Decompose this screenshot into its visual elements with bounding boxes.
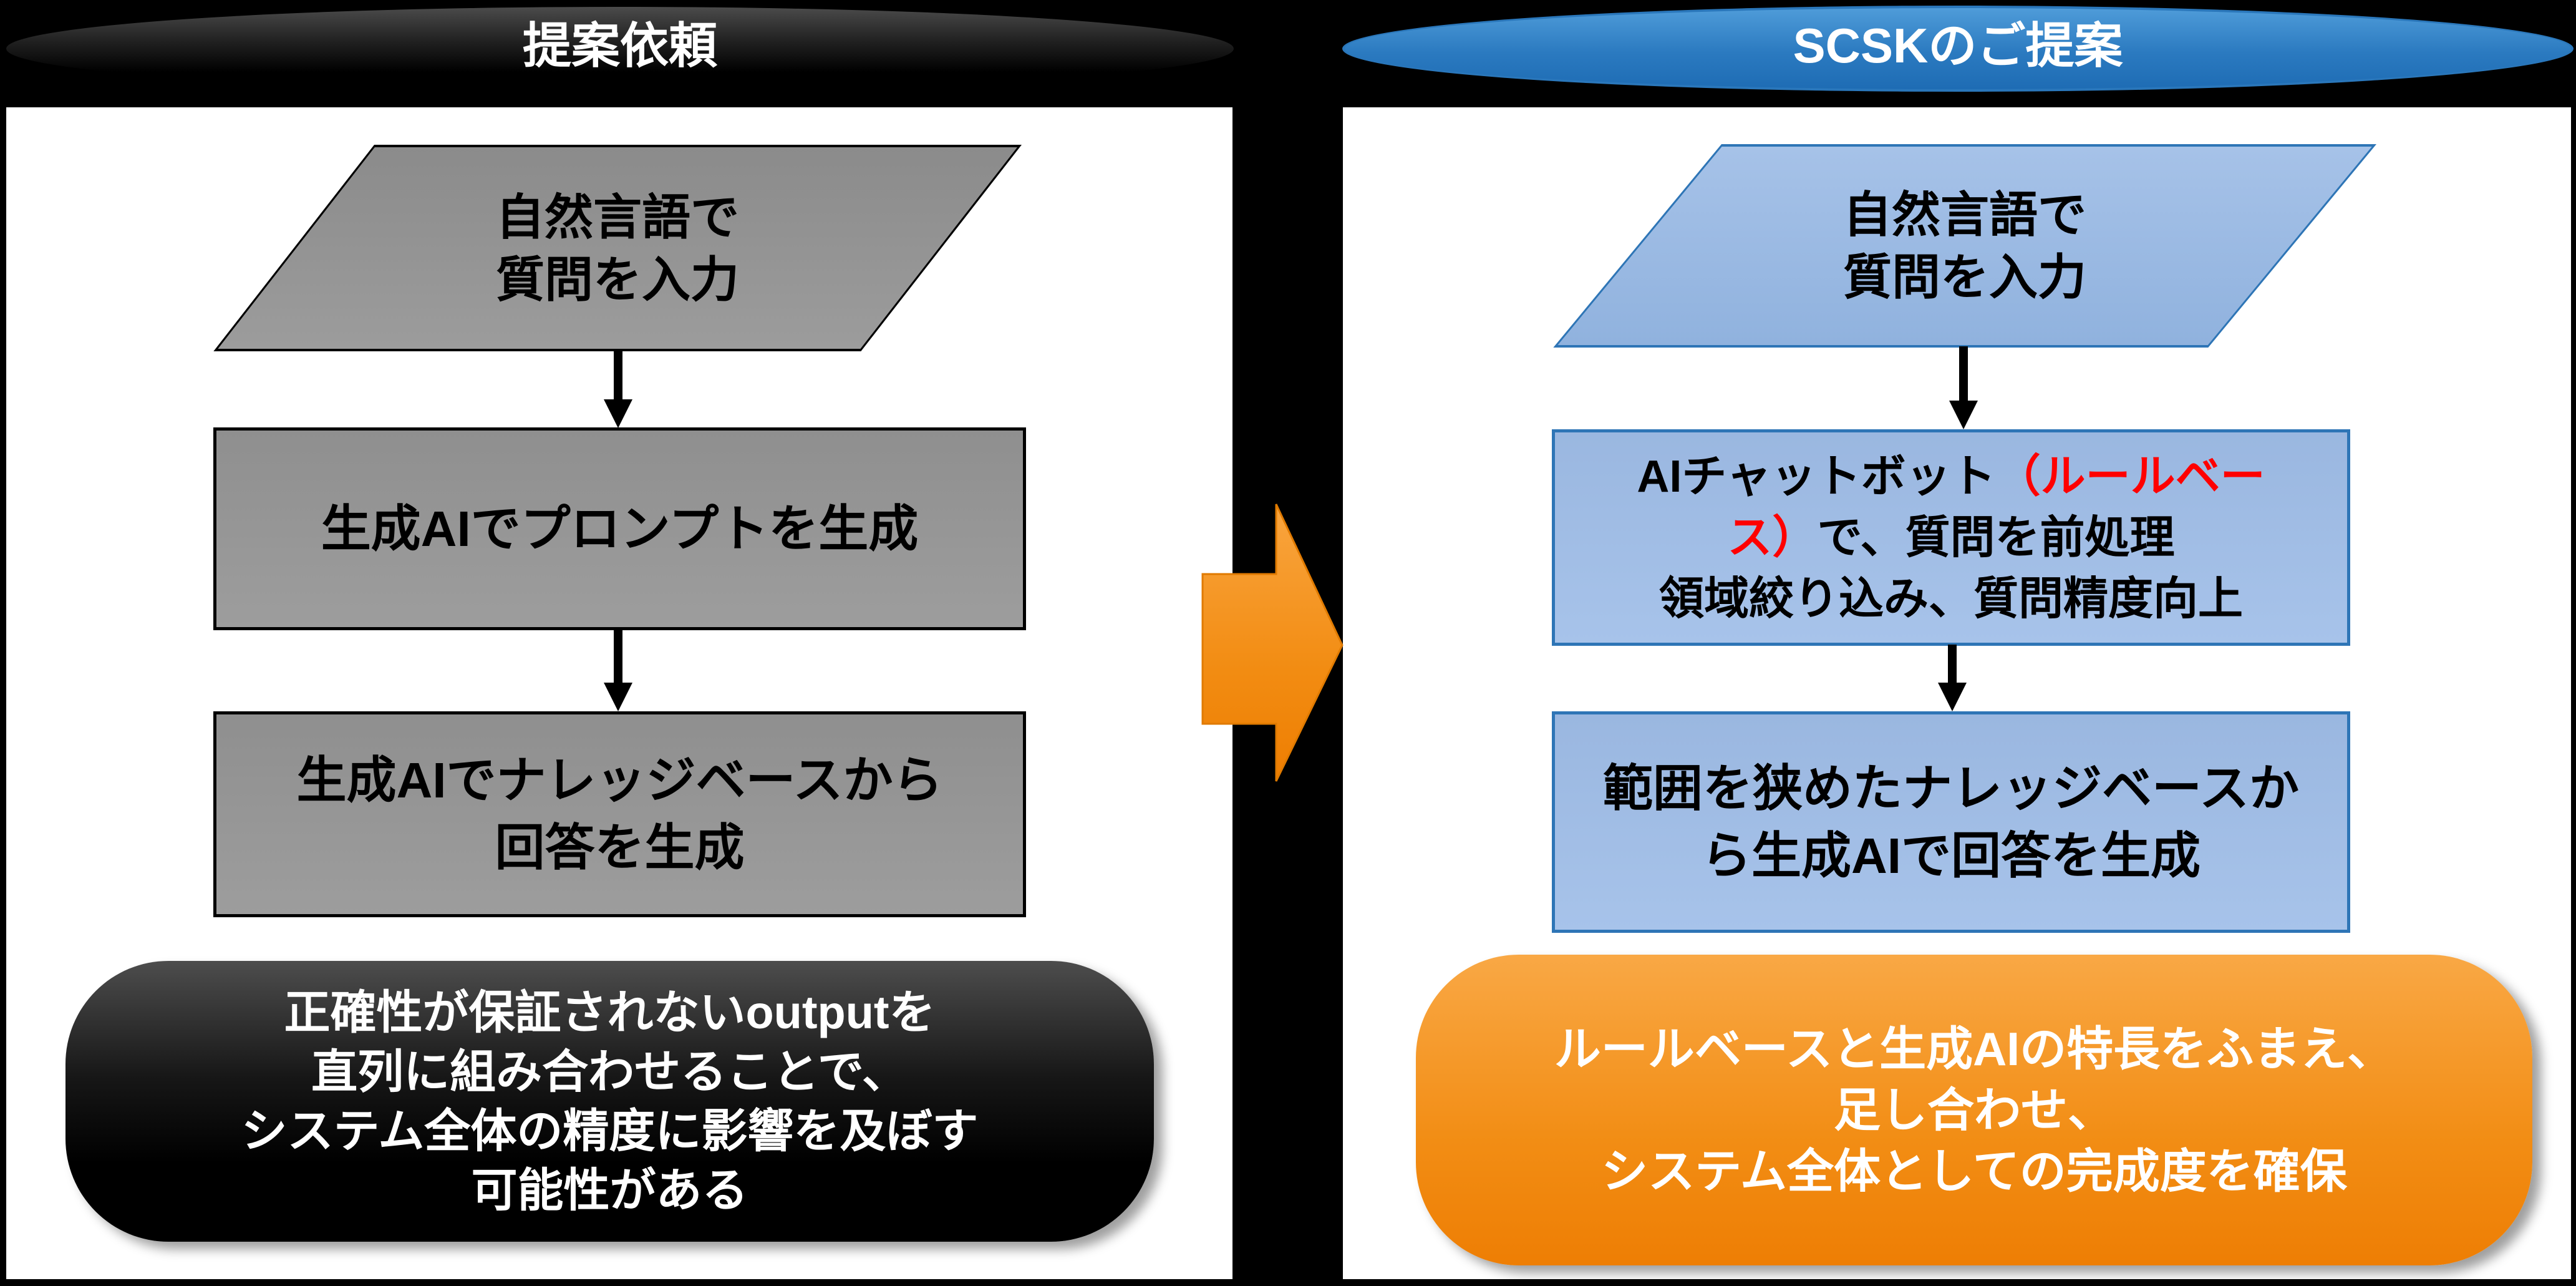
- right-step2-line1: AIチャットボット（ルールベー: [1637, 446, 2265, 507]
- left-step2-text: 生成AIでプロンプトを生成: [213, 427, 1026, 630]
- left-warning-box: [65, 961, 1154, 1242]
- right-step2-line2-black: で、質問を前処理: [1817, 512, 2175, 563]
- warning-line2: 直列に組み合わせることで、: [311, 1046, 908, 1098]
- right-benefit-text: ルールベースと生成AIの特長をふまえ、 足し合わせ、 システム全体としての完成度…: [1416, 955, 2532, 1286]
- warning-line1: 正確性が保証されないoutputを: [284, 986, 936, 1038]
- left-step3-text: 生成AIでナレッジベースから 回答を生成: [213, 711, 1026, 917]
- left-step2-label: 生成AIでプロンプトを生成: [321, 500, 919, 557]
- right-step2-text: AIチャットボット（ルールベー ス）で、質問を前処理 領域絞り込み、質問精度向上: [1552, 429, 2350, 668]
- arrow-head-icon: [1949, 401, 1978, 429]
- left-step3-line1: 生成AIでナレッジベースから: [296, 753, 943, 808]
- left-input-line1: 自然言語で: [495, 189, 739, 245]
- arrow-shaft: [1948, 645, 1957, 686]
- right-step2-line1-red: （ルールベー: [1995, 451, 2265, 502]
- right-step2-line2: ス）で、質問を前処理: [1727, 507, 2174, 568]
- right-step3-line1: 範囲を狭めたナレッジベースか: [1603, 760, 2299, 816]
- right-step3-text: 範囲を狭めたナレッジベースか ら生成AIで回答を生成: [1552, 711, 2350, 933]
- benefit-line2: 足し合わせ、: [1833, 1084, 2114, 1136]
- right-step2-box: [1552, 429, 2350, 646]
- arrow-head-icon: [604, 399, 632, 428]
- left-warning-text: 正確性が保証されないoutputを 直列に組み合わせることで、 システム全体の精…: [65, 961, 1154, 1269]
- arrow-head-icon: [604, 683, 632, 711]
- right-step2-line2-red: ス）: [1727, 512, 1818, 563]
- right-header-ellipse: SCSKのご提案: [1342, 6, 2574, 92]
- arrow-shaft: [1959, 346, 1968, 404]
- right-input-text: 自然言語で 質問を入力: [1553, 144, 2376, 348]
- arrow-shaft: [614, 629, 622, 686]
- benefit-line3: システム全体としての完成度を確保: [1601, 1145, 2347, 1197]
- warning-line3: システム全体の精度に影響を及ぼす: [241, 1105, 979, 1157]
- warning-line4: 可能性がある: [471, 1164, 748, 1216]
- left-header-title: 提案依頼: [522, 18, 717, 73]
- right-step2-line1-black: AIチャットボット: [1637, 451, 1996, 502]
- left-header-ellipse: 提案依頼: [6, 7, 1234, 90]
- left-step2-box: [213, 427, 1026, 630]
- right-input-line2: 質問を入力: [1842, 250, 2086, 304]
- left-step3-line2: 回答を生成: [495, 820, 745, 875]
- left-step3-box: [213, 711, 1026, 917]
- benefit-line1: ルールベースと生成AIの特長をふまえ、: [1554, 1023, 2394, 1075]
- right-step3-line2: ら生成AIで回答を生成: [1702, 827, 2201, 884]
- right-step2-line3: 領域絞り込み、質問精度向上: [1658, 573, 2243, 624]
- arrow-head-icon: [1938, 683, 1967, 711]
- arrow-shaft: [614, 351, 622, 403]
- right-benefit-box: [1416, 955, 2532, 1265]
- left-input-text: 自然言語で 質問を入力: [213, 145, 1022, 351]
- right-input-line1: 自然言語で: [1842, 187, 2086, 242]
- right-header-title: SCSKのご提案: [1793, 18, 2123, 73]
- left-input-line2: 質問を入力: [495, 251, 739, 307]
- transition-arrow-shape: [1201, 504, 1344, 782]
- right-step3-box: [1552, 711, 2350, 933]
